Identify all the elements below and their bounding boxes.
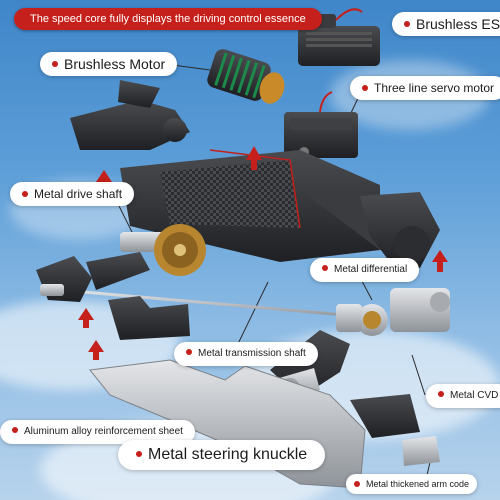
differential-part <box>336 288 450 336</box>
headline-banner: The speed core fully displays the drivin… <box>14 8 322 30</box>
label-brushless-motor: Brushless Motor <box>40 52 178 76</box>
label-steering-knuckle: Metal steering knuckle <box>118 440 326 470</box>
label-servo-motor: Three line servo motor <box>350 76 500 100</box>
rear-assembly <box>360 192 440 268</box>
label-transmission-shaft: Metal transmission shaft <box>174 342 318 366</box>
label-differential: Metal differential <box>310 258 420 282</box>
label-cvd: Metal CVD <box>426 384 500 408</box>
front-knuckle-part <box>36 252 150 302</box>
drive-shaft-part <box>59 224 381 320</box>
upper-frame <box>70 80 190 150</box>
label-drive-shaft: Metal drive shaft <box>10 182 135 206</box>
label-arm-code: Metal thickened arm code <box>346 474 478 494</box>
red-arrows <box>78 146 448 360</box>
servo-part <box>284 91 358 158</box>
label-brushless-esc: Brushless ESC <box>392 12 500 36</box>
motor-part <box>207 49 285 104</box>
small-parts <box>108 296 440 466</box>
